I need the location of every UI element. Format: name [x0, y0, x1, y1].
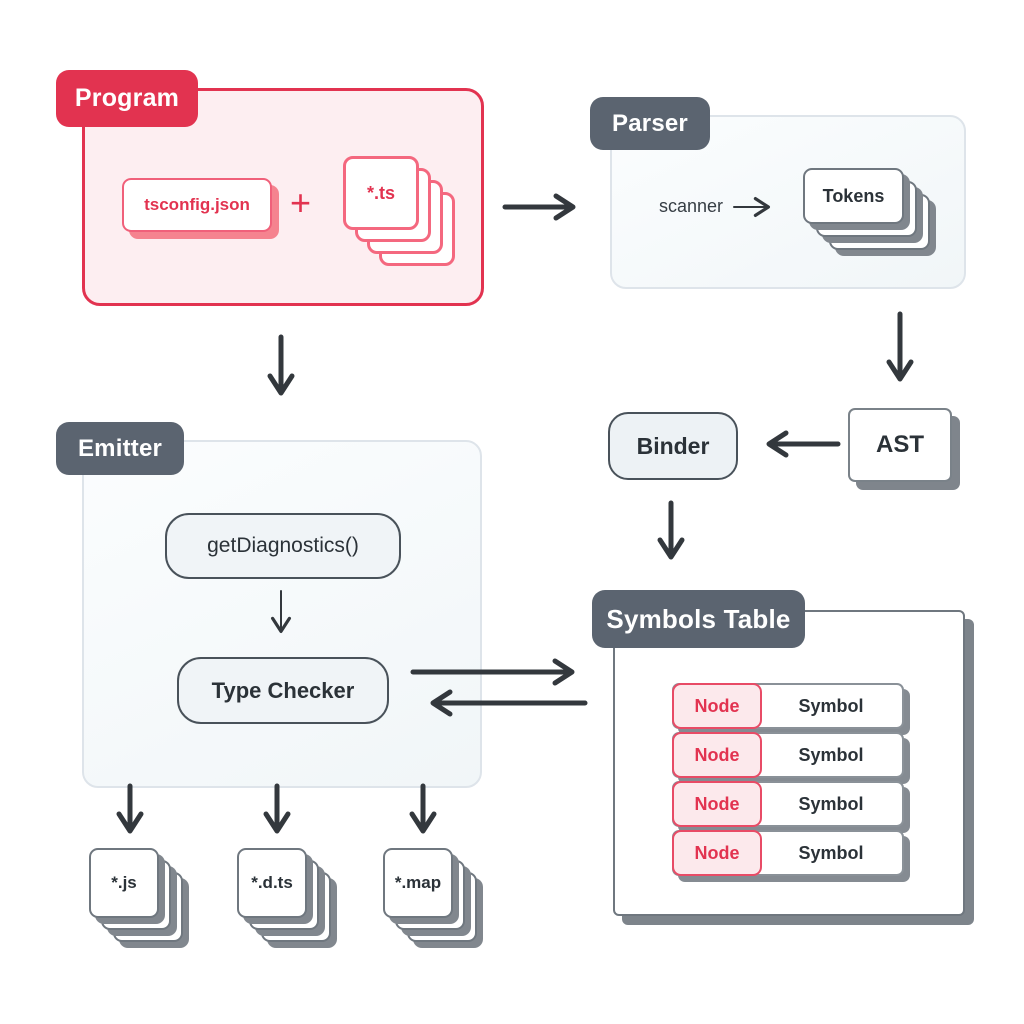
table-row: Symbol Node — [672, 683, 904, 729]
symbols-table-label: Symbols Table — [592, 590, 805, 648]
output-dts-front-card: *.d.ts — [237, 848, 307, 918]
ts-files-front-card: *.ts — [343, 156, 419, 230]
symbol-cell-text: Symbol — [798, 744, 864, 765]
ts-files-label: *.ts — [366, 182, 395, 203]
scanner-label: scanner — [659, 196, 724, 216]
get-diagnostics-label: getDiagnostics() — [207, 534, 359, 557]
node-cell-text: Node — [694, 744, 740, 765]
tsconfig-label: tsconfig.json — [144, 195, 250, 214]
table-row: Symbol Node — [672, 781, 904, 827]
node-cell: Node — [672, 781, 762, 827]
output-js-label: *.js — [111, 873, 137, 892]
table-row: Symbol Node — [672, 830, 904, 876]
program-label-text: Program — [74, 84, 180, 112]
output-map-front-card: *.map — [383, 848, 453, 918]
plus-sign: + — [290, 182, 312, 223]
symbols-table-label-text: Symbols Table — [606, 603, 791, 634]
binder-label: Binder — [636, 432, 710, 459]
emitter-label-text: Emitter — [77, 434, 163, 462]
parser-label-text: Parser — [612, 109, 688, 137]
binder-box: Binder — [608, 412, 738, 480]
table-row: Symbol Node — [672, 732, 904, 778]
tokens-label: Tokens — [822, 185, 885, 206]
symbol-cell-text: Symbol — [798, 793, 864, 814]
output-dts-label: *.d.ts — [251, 873, 293, 892]
ast-box: AST — [848, 408, 952, 482]
node-cell: Node — [672, 830, 762, 876]
node-cell-text: Node — [694, 695, 740, 716]
output-map-label: *.map — [394, 873, 442, 892]
tokens-front-card: Tokens — [803, 168, 904, 224]
symbol-cell-text: Symbol — [798, 695, 864, 716]
ast-label: AST — [876, 431, 924, 458]
node-cell: Node — [672, 683, 762, 729]
output-js-front-card: *.js — [89, 848, 159, 918]
symbol-cell-text: Symbol — [798, 842, 864, 863]
type-checker-label: Type Checker — [211, 677, 355, 703]
program-label: Program — [56, 70, 198, 127]
get-diagnostics-pill: getDiagnostics() — [165, 513, 401, 579]
tsconfig-card: tsconfig.json — [122, 178, 272, 232]
emitter-label: Emitter — [56, 422, 184, 475]
emitter-box — [82, 440, 482, 788]
node-cell: Node — [672, 732, 762, 778]
node-cell-text: Node — [694, 842, 740, 863]
parser-label: Parser — [590, 97, 710, 150]
type-checker-pill: Type Checker — [177, 657, 389, 724]
node-cell-text: Node — [694, 793, 740, 814]
